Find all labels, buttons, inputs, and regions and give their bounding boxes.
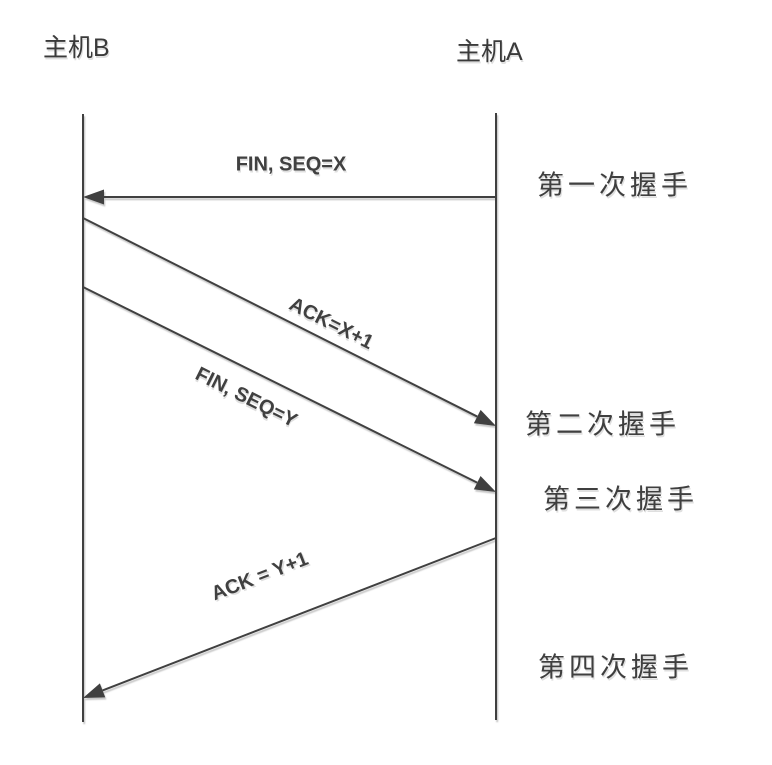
message-arrowhead-4: [83, 683, 106, 698]
step-label-fourth-handshake: 第四次握手: [538, 652, 693, 683]
message-arrowhead-1: [83, 189, 104, 205]
host-a-label: 主机A: [456, 38, 523, 66]
message-arrow-line-2: [82, 217, 478, 418]
message-label-fin-seq-x: FIN, SEQ=X: [235, 153, 347, 176]
message-arrow-line-3: [82, 286, 478, 484]
message-arrow-line-4: [102, 537, 497, 692]
step-label-second-handshake: 第二次握手: [525, 409, 680, 440]
step-label-first-handshake: 第一次握手: [537, 170, 692, 201]
host-b-label: 主机B: [43, 34, 110, 62]
message-arrowhead-2: [473, 409, 496, 426]
step-label-third-handshake: 第三次握手: [543, 484, 698, 515]
message-arrowhead-3: [473, 475, 496, 492]
